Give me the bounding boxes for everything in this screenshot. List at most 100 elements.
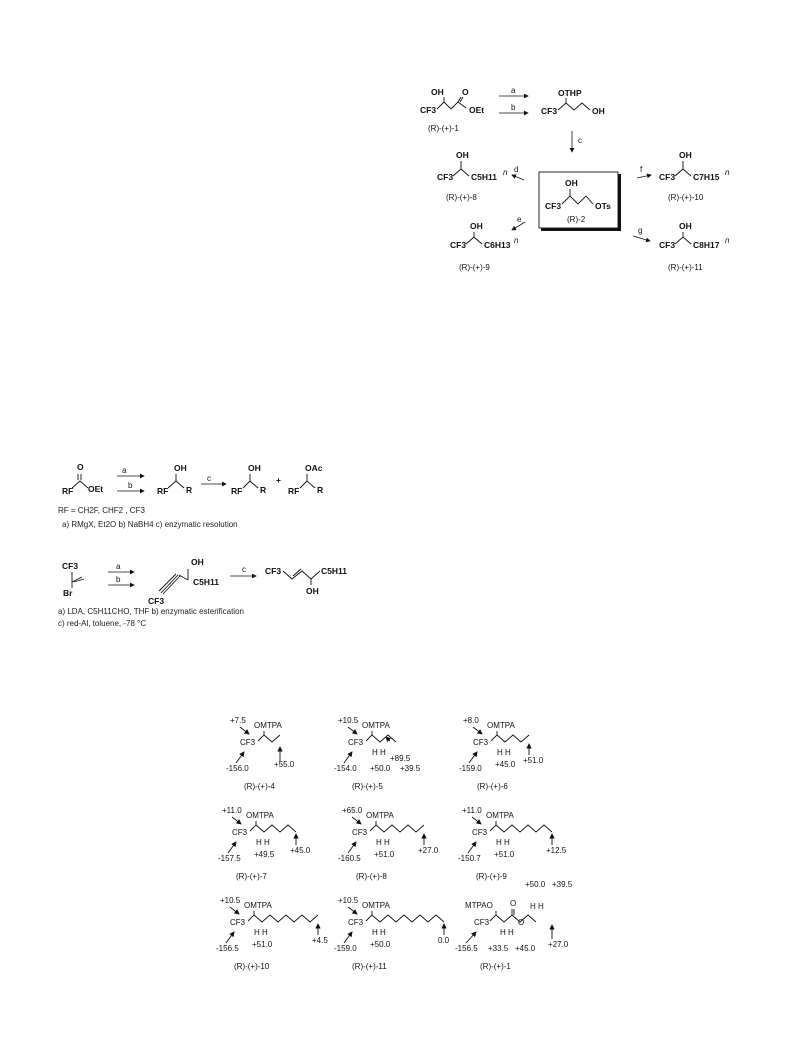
shift-value: +11.0	[462, 806, 482, 815]
bond-skeleton	[674, 232, 692, 245]
atom-o: O	[518, 918, 524, 927]
atom-hh: H H	[500, 928, 514, 937]
reagent-label: g	[638, 226, 642, 235]
atom-cf3: CF3	[659, 172, 675, 182]
shift-value: +45.0	[515, 944, 536, 953]
atom-hh: H H	[376, 838, 390, 847]
reagent-label: b	[128, 481, 133, 490]
shift-arrow	[227, 841, 237, 854]
shift-value: +39.5	[552, 880, 573, 889]
bond-skeleton	[557, 98, 591, 111]
atom-cf3: CF3	[474, 918, 490, 927]
bond-skeleton	[365, 731, 397, 743]
atom-cf3: CF3	[473, 738, 489, 747]
atom-hh: H H	[256, 838, 270, 847]
reagent-label: b	[511, 103, 516, 112]
shift-value: +50.0	[370, 940, 391, 949]
shift-value: +50.0	[525, 880, 546, 889]
atom-c7h15: C7H15	[693, 172, 720, 182]
bond-skeleton	[561, 189, 594, 205]
atom-cf3: CF3	[659, 240, 675, 250]
shift-arrow	[468, 751, 478, 764]
atom-oac: OAc	[305, 463, 323, 473]
atom-omtpa: OMTPA	[486, 811, 515, 820]
shift-value: -156.5	[455, 944, 478, 953]
reagent-label: a	[122, 466, 127, 475]
shift-value: +51.0	[374, 850, 395, 859]
bond-skeleton	[436, 96, 467, 110]
scheme-2: O RF OEt a b OH RF R c OH RF R + OAc RF …	[58, 462, 323, 529]
bond-skeleton	[242, 474, 259, 489]
shift-arrow	[465, 931, 477, 944]
shift-value: -159.0	[334, 944, 357, 953]
shift-value: -154.0	[334, 764, 357, 773]
shift-value: +51.0	[494, 850, 515, 859]
atom-cf3: CF3	[420, 105, 436, 115]
atom-oet: OEt	[88, 484, 103, 494]
shift-arrow	[385, 736, 392, 743]
shift-value: +12.5	[546, 846, 567, 855]
shift-value: -156.5	[216, 944, 239, 953]
bond-skeleton	[257, 731, 281, 743]
compound-label: (R)-(+)-10	[668, 193, 704, 202]
atom-o: O	[77, 462, 84, 472]
shift-value: +33.5	[488, 944, 509, 953]
atom-cf3: CF3	[230, 918, 246, 927]
arrow-g	[632, 235, 651, 243]
reagent-label: c	[578, 136, 582, 145]
atom-n: n	[514, 236, 519, 245]
atom-cf3: CF3	[450, 240, 466, 250]
arrow-e	[511, 221, 526, 231]
atom-ots: OTs	[595, 201, 611, 211]
atom-oh: OH	[679, 221, 692, 231]
atom-oet: OEt	[469, 105, 484, 115]
compound-label: (R)-2	[567, 215, 586, 224]
shift-value: +4.5	[312, 936, 328, 945]
atom-othp: OTHP	[558, 88, 582, 98]
atom-o: O	[510, 899, 516, 908]
scheme-2-rf-definition: RF = CH2F, CHF2 , CF3	[58, 506, 145, 515]
shift-value: +45.0	[290, 846, 311, 855]
shift-arrow	[467, 841, 477, 854]
compound-label: (R)-(+)-1	[480, 962, 511, 971]
shift-value: +27.0	[418, 846, 439, 855]
scheme-3-conditions-1: a) LDA, C5H11CHO, THF b) enzymatic ester…	[58, 607, 244, 616]
atom-oh: OH	[470, 221, 483, 231]
shift-arrow	[351, 816, 362, 825]
compound-label: (R)-(+)-11	[352, 962, 387, 971]
bond-skeleton	[489, 821, 553, 833]
shift-value: -150.7	[458, 854, 481, 863]
shift-value: +49.5	[254, 850, 275, 859]
bond-skeleton	[369, 821, 425, 833]
atom-cf3: CF3	[541, 106, 557, 116]
atom-omtpa: OMTPA	[487, 721, 516, 730]
reagent-label: d	[514, 165, 518, 174]
shift-arrow	[347, 726, 358, 735]
reagent-label: c	[242, 565, 246, 574]
bond-skeleton	[490, 731, 530, 743]
shift-value: -156.0	[226, 764, 249, 773]
bond-skeleton	[489, 909, 537, 923]
compound-9: OH CF3 C6H13 n (R)-(+)-9	[450, 221, 519, 272]
atom-c5h11: C5H11	[321, 566, 347, 576]
compound-label: (R)-(+)-9	[459, 263, 490, 272]
atom-oh: OH	[431, 87, 444, 97]
reagent-label: f	[640, 165, 643, 174]
bond-skeleton	[71, 474, 89, 489]
shift-arrow	[235, 751, 245, 764]
compound-label: (R)-(+)-5	[352, 782, 383, 791]
bond-double	[73, 578, 85, 583]
atom-c5h11: C5H11	[193, 577, 219, 587]
plus-sign: +	[276, 475, 281, 485]
shift-value: +7.5	[230, 716, 246, 725]
compound-label: (R)-(+)-8	[446, 193, 477, 202]
atom-cf3: CF3	[545, 201, 561, 211]
compound-othp: OTHP CF3 OH	[541, 88, 605, 116]
atom-oh: OH	[306, 586, 319, 596]
compound-10: OH CF3 C7H15 n (R)-(+)-10	[659, 150, 730, 202]
atom-cf3: CF3	[232, 828, 248, 837]
compound-11: OH CF3 C8H17 n (R)-(+)-11	[659, 221, 730, 272]
atom-hh: H H	[372, 928, 386, 937]
atom-mtpao: MTPAO	[465, 901, 493, 910]
atom-cf3: CF3	[348, 738, 364, 747]
